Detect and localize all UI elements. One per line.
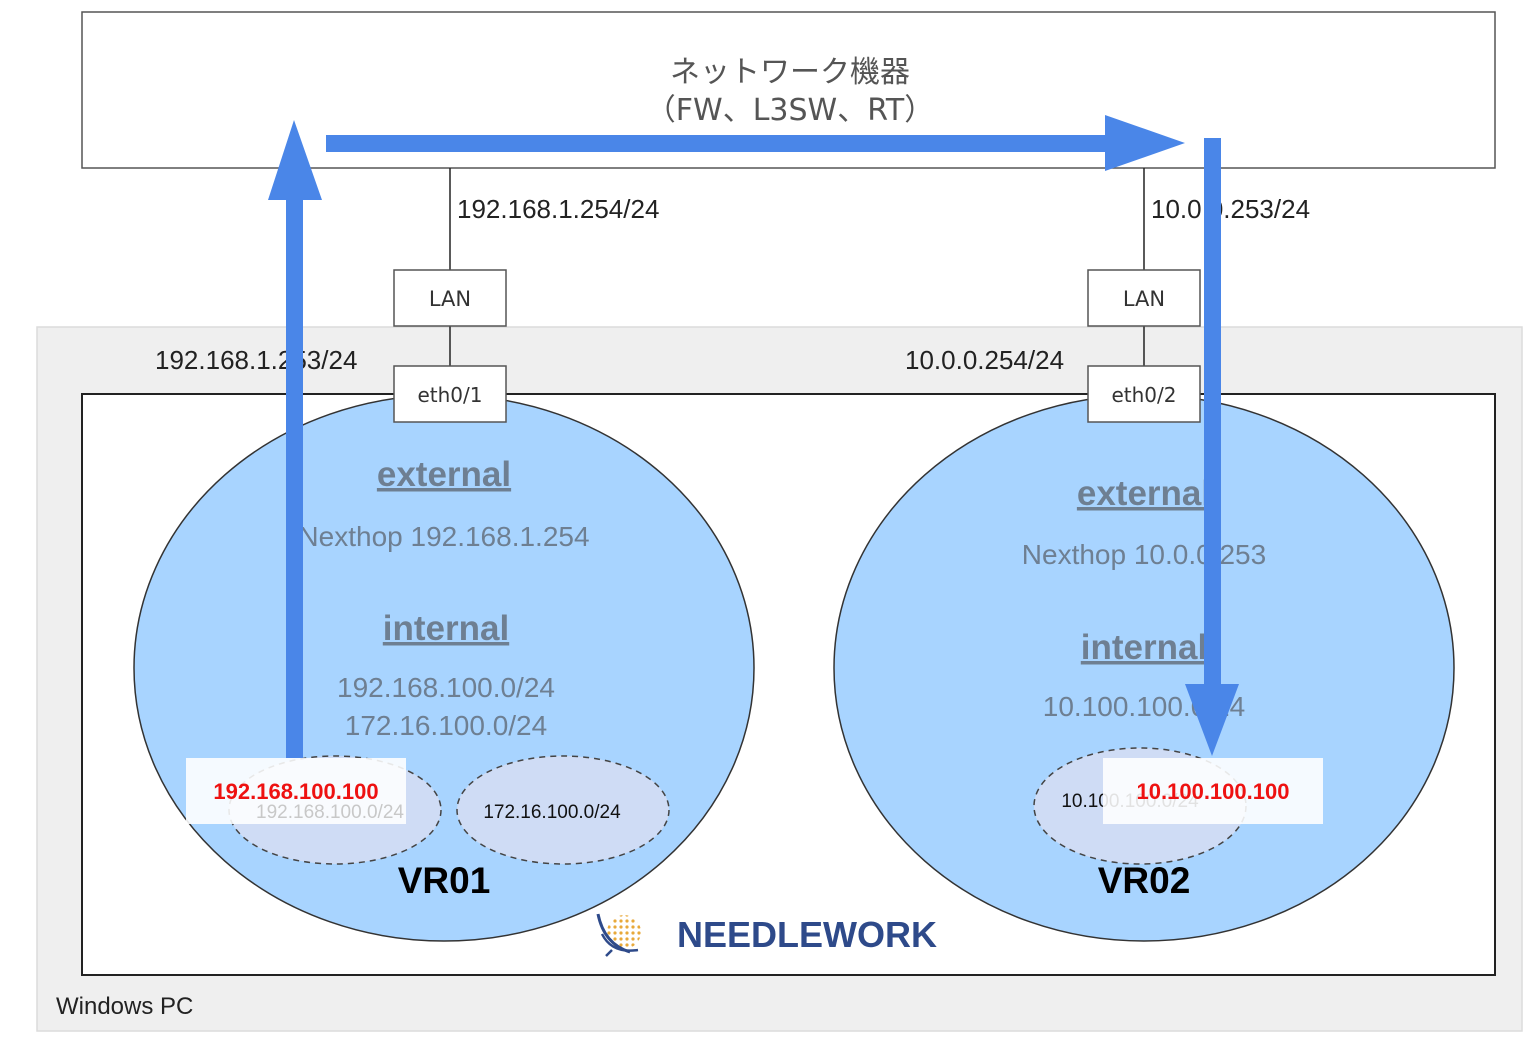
lan-box-left [393, 269, 507, 327]
vr01-host-label-bg [186, 758, 406, 824]
eth-box-left [393, 365, 507, 423]
traffic-flow-arrows [268, 115, 1239, 758]
eth-box-right [1087, 365, 1201, 423]
lan-label-right: LAN [1123, 287, 1165, 311]
vr01-internal-net-2: 172.16.100.0/24 [345, 710, 547, 741]
lan-box-right [1087, 269, 1201, 327]
vr01-subnet-b-label: 172.16.100.0/24 [483, 802, 621, 823]
arrow-right-shaft [326, 135, 1110, 152]
network-device-subtitle: （FW、L3SW、RT） [646, 93, 934, 128]
vr02-host-label-bg [1103, 758, 1323, 824]
vr01-subnet-a-label: 192.168.100.0/24 [256, 802, 404, 823]
windows-pc-label: Windows PC [56, 993, 193, 1020]
lan-label-left: LAN [429, 287, 471, 311]
vr02-external-heading: external [1077, 474, 1211, 513]
arrow-up-shaft [286, 196, 303, 758]
needlework-logo-icon [596, 913, 641, 957]
vr01-name: VR01 [398, 860, 491, 901]
vr01-internal-net-1: 192.168.100.0/24 [337, 672, 555, 703]
ip-label-fw-right: 10.0.0.253/24 [1151, 194, 1310, 224]
network-device-title: ネットワーク機器 [670, 55, 910, 90]
vr02-name: VR02 [1098, 860, 1191, 901]
arrow-down-head [1185, 684, 1239, 756]
vr02-nexthop: Nexthop 10.0.0.253 [1022, 539, 1266, 570]
eth-label-right: eth0/2 [1111, 383, 1176, 407]
vr01-subnet-b [456, 755, 670, 865]
vr01-nexthop: Nexthop 192.168.1.254 [298, 521, 589, 552]
vr01-external-heading: external [377, 455, 511, 494]
vr02-host-ip: 10.100.100.100 [1137, 779, 1290, 804]
brand-name: NEEDLEWORK [677, 914, 937, 955]
ip-label-vr02-eth: 10.0.0.254/24 [905, 345, 1064, 375]
vr01-host-ip: 192.168.100.100 [213, 779, 378, 804]
vr02-internal-heading: internal [1081, 628, 1207, 667]
ip-label-fw-left: 192.168.1.254/24 [457, 194, 659, 224]
arrow-down-shaft [1204, 138, 1221, 688]
arrow-right-head [1105, 115, 1185, 171]
ip-label-vr01-eth: 192.168.1.253/24 [155, 345, 357, 375]
vr01-internal-heading: internal [383, 609, 509, 648]
eth-label-left: eth0/1 [417, 383, 482, 407]
arrow-up-head [268, 120, 322, 200]
